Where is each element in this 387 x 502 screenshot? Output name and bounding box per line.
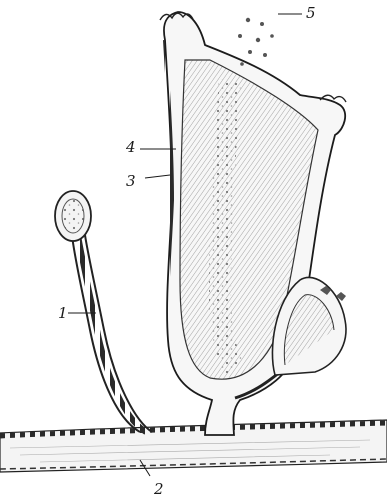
label-4: 4	[125, 138, 136, 156]
label-1: 1	[58, 304, 68, 322]
particles	[238, 18, 274, 66]
stolon	[0, 420, 387, 472]
label-3: 3	[126, 172, 136, 190]
label-2: 2	[153, 480, 164, 498]
stalked-polyp	[55, 191, 152, 432]
label-5: 5	[306, 4, 316, 22]
